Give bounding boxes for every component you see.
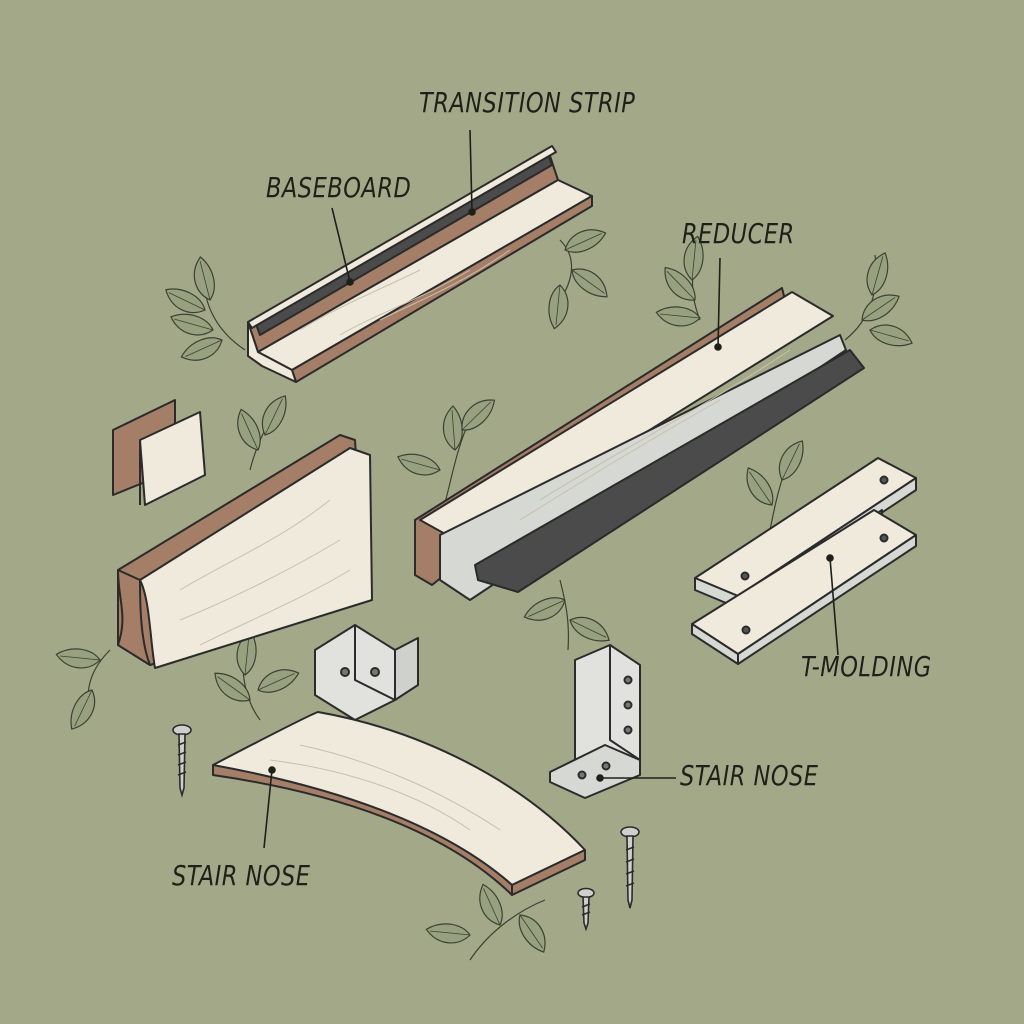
label-t-molding: T-MOLDING [801, 650, 932, 683]
screw-icon [577, 887, 595, 932]
screws-decoration [172, 724, 640, 932]
t-molding-part [691, 457, 917, 665]
crown-molding-part [117, 434, 373, 669]
leader-lines [263, 129, 839, 849]
u-bracket-part [314, 624, 419, 721]
stair-nose-board-part [212, 711, 586, 896]
screw-icon [172, 724, 192, 798]
label-baseboard: BASEBOARD [266, 171, 412, 204]
screw-icon [620, 826, 640, 909]
label-reducer: REDUCER [682, 217, 795, 250]
label-stair-nose-bracket: STAIR NOSE [680, 759, 819, 792]
l-bracket-part [549, 644, 641, 799]
profile-block-part [112, 399, 206, 506]
label-transition-strip: TRANSITION STRIP [419, 86, 636, 119]
baseboard-part [247, 145, 593, 383]
label-stair-nose-board: STAIR NOSE [172, 859, 311, 892]
reducer-part [414, 287, 865, 601]
